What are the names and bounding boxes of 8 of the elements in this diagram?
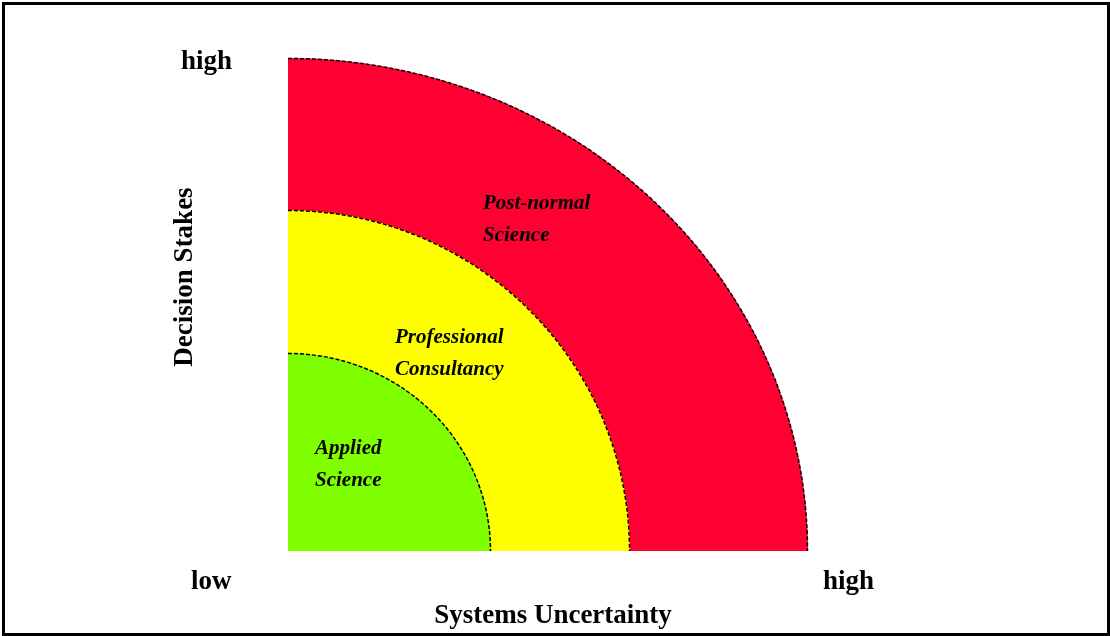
zone-label: Post-normal Science (483, 189, 592, 248)
zone-label: Professional Consultancy (395, 323, 505, 382)
axis-tick-label: high (181, 45, 233, 76)
axis-tick-label: low (191, 565, 232, 596)
axis-title: Decision Stakes (167, 187, 199, 367)
axis-title: Systems Uncertainty (434, 599, 672, 630)
axis-tick-label: high (823, 565, 875, 596)
zone-label: Applied Science (315, 434, 383, 493)
